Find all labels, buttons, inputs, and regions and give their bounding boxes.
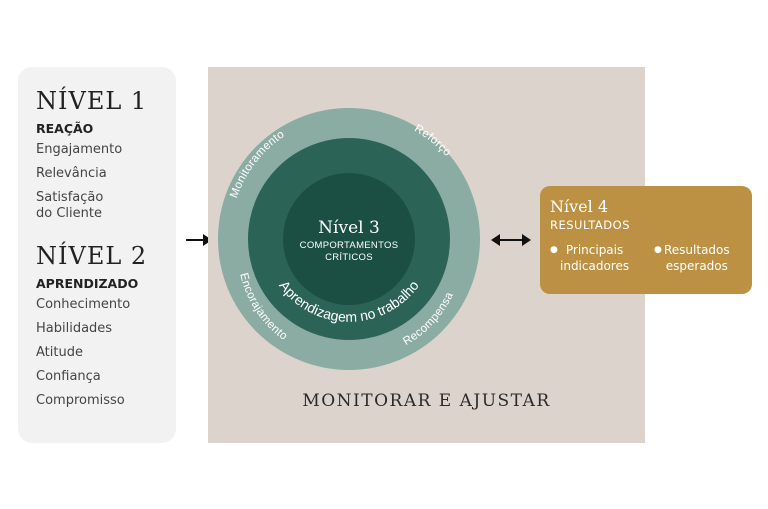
level4-card: Nível 4 RESULTADOS ● Principais indicado… — [540, 186, 752, 294]
double-arrow-icon — [491, 234, 531, 246]
level4-bullet-text: Resultados esperados — [664, 243, 730, 273]
level4-bullet: ● Principais indicadores — [550, 242, 654, 274]
level3-title: Nível 3 — [318, 218, 380, 238]
level2-item: Confiança — [36, 369, 101, 384]
level4-title: Nível 4 — [550, 197, 609, 216]
level3-subtitle-line2: CRÍTICOS — [325, 252, 373, 263]
level1-item: Engajamento — [36, 142, 123, 157]
level2-item: Habilidades — [36, 321, 113, 336]
core-circle — [283, 173, 415, 305]
bullet-dot-icon: ● — [654, 245, 662, 255]
level2-subtitle: APRENDIZADO — [36, 276, 139, 291]
bullet-dot-icon: ● — [550, 245, 558, 255]
level3-subtitle-line1: COMPORTAMENTOS — [300, 240, 399, 251]
level1-subtitle: REAÇÃO — [36, 121, 94, 136]
level4-bullet: ● Resultados esperados — [654, 242, 730, 274]
panel-caption: MONITORAR E AJUSTAR — [302, 391, 551, 411]
level2-item: Atitude — [36, 345, 83, 360]
level1-title: NÍVEL 1 — [36, 87, 148, 115]
right-arrow-icon — [186, 234, 212, 246]
level4-bullet-text: Principais indicadores — [560, 243, 630, 273]
level2-item: Conhecimento — [36, 297, 131, 312]
level4-bullets: ● Principais indicadores ● Resultados es… — [550, 242, 752, 274]
level2-title: NÍVEL 2 — [36, 242, 148, 270]
level1-item: Relevância — [36, 166, 107, 181]
level1-item: Satisfação do Cliente — [36, 190, 104, 221]
level2-item: Compromisso — [36, 393, 125, 408]
behavior-rings-diagram: Monitoramento Reforço Encorajamento Reco… — [218, 108, 480, 370]
levels-1-2-card: NÍVEL 1 REAÇÃO Engajamento Relevância Sa… — [18, 67, 176, 443]
level4-subtitle: RESULTADOS — [550, 218, 631, 232]
